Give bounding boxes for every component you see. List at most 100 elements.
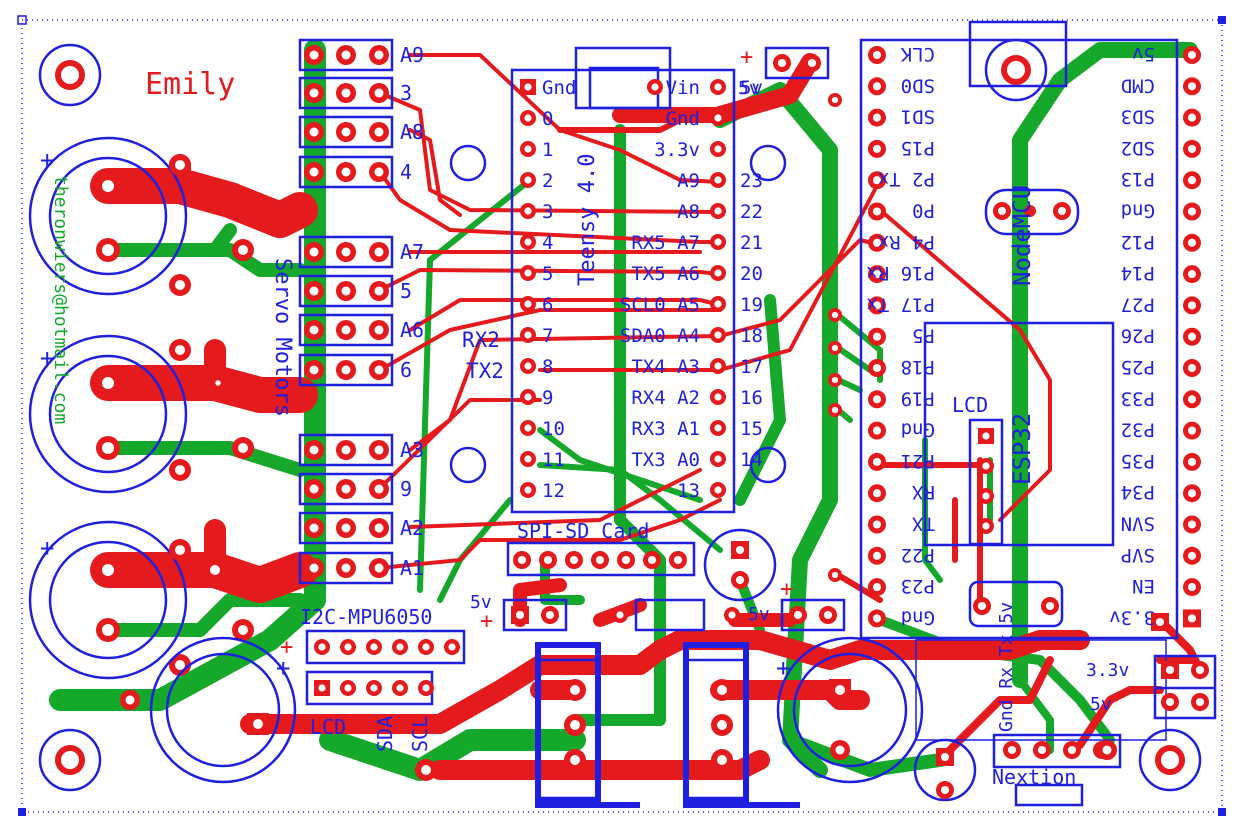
nodemcu-right-pad-hole bbox=[1187, 82, 1197, 91]
nodemcu-left-label: P16 Rx bbox=[866, 262, 935, 284]
nextion-pins-label: Gnd Rx Tx 5v bbox=[996, 602, 1017, 732]
pwr-pad-hole bbox=[793, 610, 803, 620]
teensy-left-label: 10 bbox=[542, 418, 565, 440]
teensy-right-label: TX5 A6 bbox=[631, 263, 700, 285]
teensy-left-pad-hole bbox=[524, 207, 532, 215]
teensy-right-label: SCL0 A5 bbox=[620, 294, 700, 316]
servo-pad-gnd-hole bbox=[309, 445, 319, 455]
nodemcu-right-pad-hole bbox=[1187, 551, 1197, 560]
teensy-left-pad-hole bbox=[524, 176, 532, 184]
nodemcu-right-pad-hole bbox=[1187, 395, 1197, 404]
nodemcu-left-label: SD1 bbox=[901, 106, 935, 128]
i2c-header[interactable] bbox=[305, 629, 466, 665]
teensy-left-label: 12 bbox=[542, 480, 565, 502]
servo-pad-gnd-hole bbox=[309, 523, 319, 533]
nodemcu-right-pad-hole bbox=[1187, 301, 1197, 310]
teensy-left-pad-hole bbox=[524, 455, 532, 463]
board-outline bbox=[21, 19, 1223, 813]
nodemcu-left-pad-hole bbox=[872, 238, 882, 247]
servo-pin-label: A2 bbox=[400, 516, 424, 540]
plus-7: + bbox=[40, 534, 54, 562]
lcd-esp-pad-hole bbox=[982, 462, 990, 470]
servo-pad-gnd-hole bbox=[309, 286, 319, 296]
cap-pad-hole bbox=[735, 545, 745, 555]
lcd-connector bbox=[968, 418, 1004, 546]
plus-4: + bbox=[280, 635, 293, 660]
teensy-left-pad-hole bbox=[524, 269, 532, 277]
nodemcu-left-label: P22 bbox=[901, 544, 935, 566]
misc-pad-hole bbox=[1102, 745, 1112, 755]
servo-pad-vcc-hole bbox=[341, 88, 351, 98]
nodemcu-right-label: SVN bbox=[1121, 513, 1155, 535]
nodemcu-left-label: Gnd bbox=[901, 606, 935, 628]
servo-pad-vcc-hole bbox=[341, 247, 351, 257]
nodemcu-right-label: EN bbox=[1132, 575, 1155, 597]
teensy-left-label: 1 bbox=[542, 139, 553, 161]
nodemcu-left-pad-hole bbox=[872, 113, 882, 122]
teensy-right-number: 16 bbox=[740, 387, 763, 409]
servo-pad-signal-hole bbox=[374, 484, 384, 494]
teensy-right-pad-hole bbox=[714, 83, 722, 91]
pwr-right-pad-hole bbox=[1195, 665, 1205, 675]
res-pad-hole bbox=[728, 611, 736, 619]
nodemcu-right-label: SD2 bbox=[1121, 137, 1155, 159]
i2c-pad-hole bbox=[422, 643, 430, 651]
res-pad-hole bbox=[616, 611, 624, 619]
servo-pin-label: 9 bbox=[400, 477, 412, 501]
servo-pad-signal-hole bbox=[374, 167, 384, 177]
nextion-label: Nextion bbox=[992, 765, 1076, 789]
nodemcu-right-pad-hole bbox=[1187, 270, 1197, 279]
teensy-left-label: 0 bbox=[542, 108, 553, 130]
nextion-header[interactable] bbox=[992, 733, 1122, 769]
lcd-esp-pad-hole bbox=[982, 522, 990, 530]
teensy-right-pad-hole bbox=[714, 238, 722, 246]
esp32-label: ESP32 bbox=[1008, 413, 1036, 485]
nodemcu-left-pad-hole bbox=[872, 50, 882, 60]
servo-section-label: Servo Motors bbox=[270, 258, 295, 417]
teensy-right-pad-hole bbox=[714, 145, 722, 153]
servo-pin-label: A1 bbox=[400, 556, 424, 580]
rx2-label: RX2 bbox=[462, 328, 500, 352]
nodemcu-left-label: RX bbox=[912, 481, 935, 503]
nodemcu-right-pad-hole bbox=[1187, 113, 1197, 122]
power-5v-mid: 5v bbox=[748, 604, 770, 625]
spi-pad-hole bbox=[673, 555, 683, 565]
nodemcu-right-pad-hole bbox=[1187, 583, 1197, 592]
pwr-pad-hole bbox=[545, 610, 555, 620]
teensy-right-number: 15 bbox=[740, 418, 763, 440]
servo-pad-gnd-hole bbox=[309, 325, 319, 335]
lcd-pad-hole bbox=[318, 684, 326, 692]
servo-pad-signal-hole bbox=[374, 88, 384, 98]
teensy-left-pad-hole bbox=[524, 114, 532, 122]
servo-pad-signal-hole bbox=[374, 523, 384, 533]
misc-pad-hole bbox=[421, 765, 431, 775]
teensy-right-pad-hole bbox=[714, 455, 722, 463]
servo-pin-label: A6 bbox=[400, 318, 424, 342]
servo-pin-label: 3 bbox=[400, 81, 412, 105]
spi-pad-hole bbox=[569, 555, 579, 565]
misc-pad-hole bbox=[1155, 617, 1165, 627]
nodemcu-right-pad-hole bbox=[1187, 238, 1197, 247]
spi-label: SPI-SD Card bbox=[517, 519, 649, 543]
teensy-left-label: 3 bbox=[542, 201, 553, 223]
servo-pad-gnd-hole bbox=[309, 167, 319, 177]
i2c-label: I2C-MPU6050 bbox=[300, 605, 432, 629]
servo-pad-gnd-hole bbox=[309, 88, 319, 98]
servo-pad-vcc-hole bbox=[341, 127, 351, 137]
nodemcu-left-pad-hole bbox=[872, 426, 882, 435]
nodemcu-right-label: Gnd bbox=[1121, 200, 1155, 222]
nodemcu-right-label: P26 bbox=[1121, 325, 1155, 347]
servo-headers[interactable] bbox=[298, 38, 394, 585]
teensy-left-label: 2 bbox=[542, 170, 553, 192]
teensy-right-pad-hole bbox=[714, 300, 722, 308]
nodemcu-title: NodeMCU bbox=[1008, 185, 1036, 286]
via-pad-hole bbox=[831, 311, 839, 319]
spi-sd-header[interactable] bbox=[506, 541, 696, 577]
servo-pad-gnd-hole bbox=[309, 50, 319, 60]
servo-pad-signal-hole bbox=[374, 445, 384, 455]
nodemcu-right-pad-hole bbox=[1187, 520, 1197, 529]
